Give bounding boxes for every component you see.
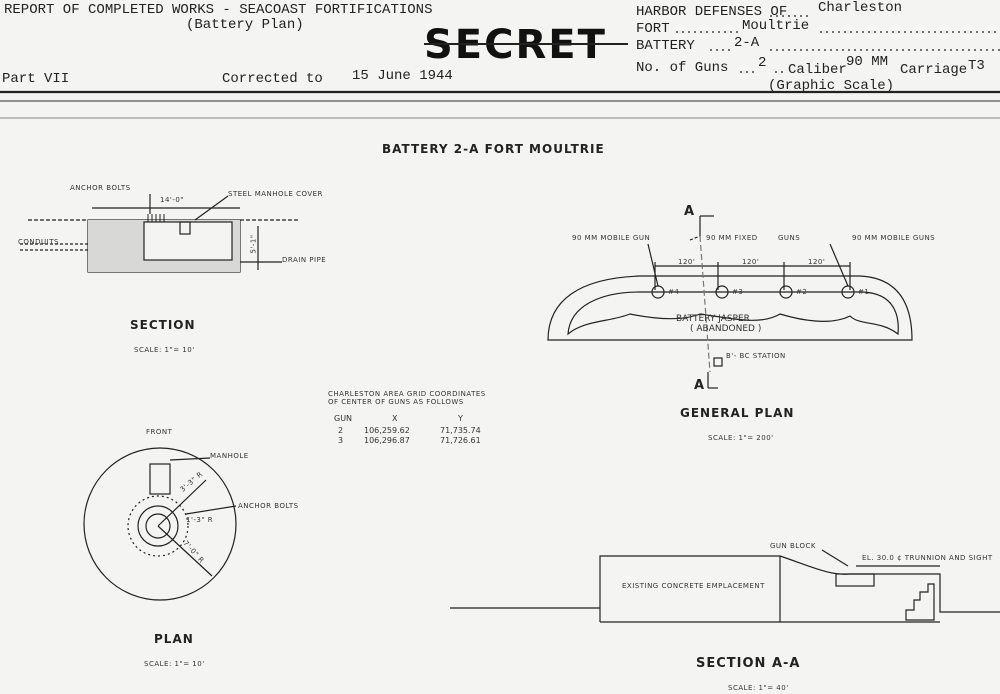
- gun-number-2: #2: [796, 288, 808, 296]
- coordinates-row-x: 106,259.62: [364, 426, 410, 435]
- coordinates-col-gun: GUN: [334, 414, 353, 423]
- elevation-label: EL. 30.0 ¢ TRUNNION AND SIGHT: [862, 554, 993, 562]
- section-width-dimension: 14'-0": [160, 196, 185, 204]
- plan-radius-inner: 1'-3" R: [186, 516, 214, 524]
- conduits-label: CONDUITS: [18, 238, 59, 246]
- section-depth-dimension: 5'-1": [249, 234, 258, 254]
- plan-type: (Battery Plan): [186, 17, 304, 33]
- guns-label: GUNS: [778, 234, 801, 242]
- fort-value: Moultrie: [742, 18, 810, 34]
- coordinates-row-y: 71,726.61: [440, 436, 481, 445]
- coordinates-row-gun: 3: [338, 436, 344, 445]
- section-scale: SCALE: 1"= 10': [134, 346, 195, 354]
- section-title: SECTION: [130, 318, 196, 332]
- gun-number-4: #4: [668, 288, 680, 296]
- report-title: REPORT OF COMPLETED WORKS - SEACOAST FOR…: [4, 2, 433, 18]
- guns-value: 2: [758, 55, 767, 71]
- plan-scale: SCALE: 1"= 10': [144, 660, 205, 668]
- harbor-label: HARBOR DEFENSES OF: [636, 4, 788, 20]
- carriage-label: Carriage: [900, 62, 968, 78]
- bc-station-label: B'- BC STATION: [726, 352, 786, 360]
- coordinates-heading-1: CHARLESTON AREA GRID COORDINATES: [328, 390, 486, 398]
- existing-emplacement-label: EXISTING CONCRETE EMPLACEMENT: [622, 582, 765, 590]
- caliber-value: 90 MM: [846, 54, 889, 70]
- plan-anchor-bolts-label: ANCHOR BOLTS: [238, 502, 299, 510]
- gun-number-1: #1: [858, 288, 870, 296]
- scale-note: (Graphic Scale): [768, 78, 895, 94]
- harbor-value: Charleston: [818, 0, 903, 16]
- guns-label: No. of Guns: [636, 60, 729, 76]
- fort-label: FORT: [636, 21, 670, 37]
- gun-number-3: #3: [732, 288, 744, 296]
- section-anchor-bolts-label: ANCHOR BOLTS: [70, 184, 131, 192]
- gun-spacing-2: 120': [742, 258, 760, 266]
- drain-pipe-label: DRAIN PIPE: [282, 256, 327, 264]
- plan-front-label: FRONT: [146, 428, 173, 436]
- part-number: Part VII: [2, 71, 70, 87]
- coordinates-col-y: Y: [458, 414, 463, 423]
- corrected-label: Corrected to: [222, 71, 323, 87]
- general-plan-title: GENERAL PLAN: [680, 406, 795, 420]
- mobile-gun-right-label: 90 MM MOBILE GUNS: [852, 234, 936, 242]
- coordinates-heading-2: OF CENTER OF GUNS AS FOLLOWS: [328, 398, 464, 406]
- battery-jasper-label: BATTERY JASPER: [676, 314, 750, 324]
- coordinates-row-y: 71,735.74: [440, 426, 481, 435]
- section-mark-bottom: A: [694, 378, 706, 393]
- abandoned-label: ( ABANDONED ): [690, 324, 762, 334]
- coordinates-col-x: X: [392, 414, 398, 423]
- carriage-value: T3: [968, 58, 985, 74]
- coordinates-row-gun: 2: [338, 426, 344, 435]
- gun-spacing-3: 120': [808, 258, 826, 266]
- coordinates-row-x: 106,296.87: [364, 436, 410, 445]
- section-aa-scale: SCALE: 1"= 40': [728, 684, 789, 692]
- section-aa-title: SECTION A-A: [696, 656, 801, 671]
- battery-label: BATTERY: [636, 38, 695, 54]
- general-plan-scale: SCALE: 1"= 200': [708, 434, 774, 442]
- steel-manhole-cover-label: STEEL MANHOLE COVER: [228, 190, 323, 198]
- gun-spacing-1: 120': [678, 258, 696, 266]
- gun-block-label: GUN BLOCK: [770, 542, 816, 550]
- battery-value: 2-A: [734, 35, 760, 51]
- drawing-title: BATTERY 2-A FORT MOULTRIE: [382, 142, 605, 156]
- plan-manhole-label: MANHOLE: [210, 452, 249, 460]
- section-mark-top: A: [684, 204, 696, 219]
- mobile-gun-left-label: 90 MM MOBILE GUN: [572, 234, 651, 242]
- caliber-label: Caliber: [788, 62, 847, 78]
- corrected-date: 15 June 1944: [352, 68, 453, 84]
- fixed-gun-label: 90 MM FIXED: [706, 234, 758, 242]
- plan-title: PLAN: [154, 632, 194, 646]
